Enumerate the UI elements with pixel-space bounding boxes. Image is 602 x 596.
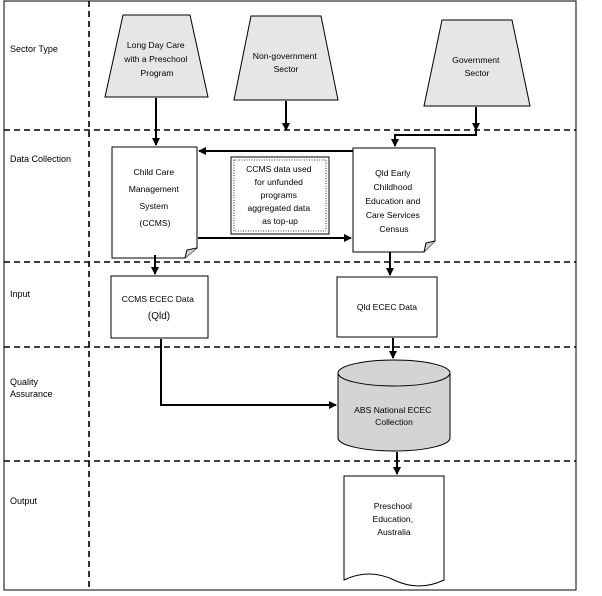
non-government-sector-label: Non-government Sector [253,51,319,74]
ccms-document-fold [184,247,198,259]
government-sector-shape [423,19,531,107]
preschool-output-label: Preschool Education, Australia [372,501,415,537]
qld-ecec-data-label: Qld ECEC Data [357,302,417,312]
ccms-note-label: CCMS data used for unfunded programs agg… [246,164,314,226]
government-sector-label: Government Sector [452,55,502,78]
arrow-ccms-ecec-to-abs [160,339,337,409]
row-label-sector-type: Sector Type [10,44,58,54]
ccms-label: Child Care Management System (CCMS) [129,167,182,228]
row-label-data-collection: Data Collection [10,154,71,164]
long-day-care-shape [104,14,209,98]
qld-census-document-fold [423,240,436,253]
ccms-ecec-data-box [110,275,209,339]
abs-collection-cylinder-top [337,359,451,387]
arrow-government-to-census [391,130,477,147]
ccms-note-box-inner [233,159,327,232]
qld-ecec-data-box [336,276,438,338]
abs-collection-label: ABS National ECEC Collection [354,405,434,427]
long-day-care-label: Long Day Care with a Preschool Program [123,40,189,78]
non-government-sector-shape [233,15,339,101]
ccms-note-box [230,156,330,235]
abs-collection-cylinder-body [337,373,451,452]
row-label-output: Output [10,496,38,506]
qld-census-label: Qld Early Childhood Education and Care S… [365,168,422,234]
row-label-quality-assurance: Quality Assurance [10,377,53,399]
preschool-output-document-shape [343,475,445,587]
ccms-ecec-data-label: CCMS ECEC Data (Qld) [122,294,197,322]
row-label-input: Input [10,289,31,299]
diagram-frame [3,0,577,591]
